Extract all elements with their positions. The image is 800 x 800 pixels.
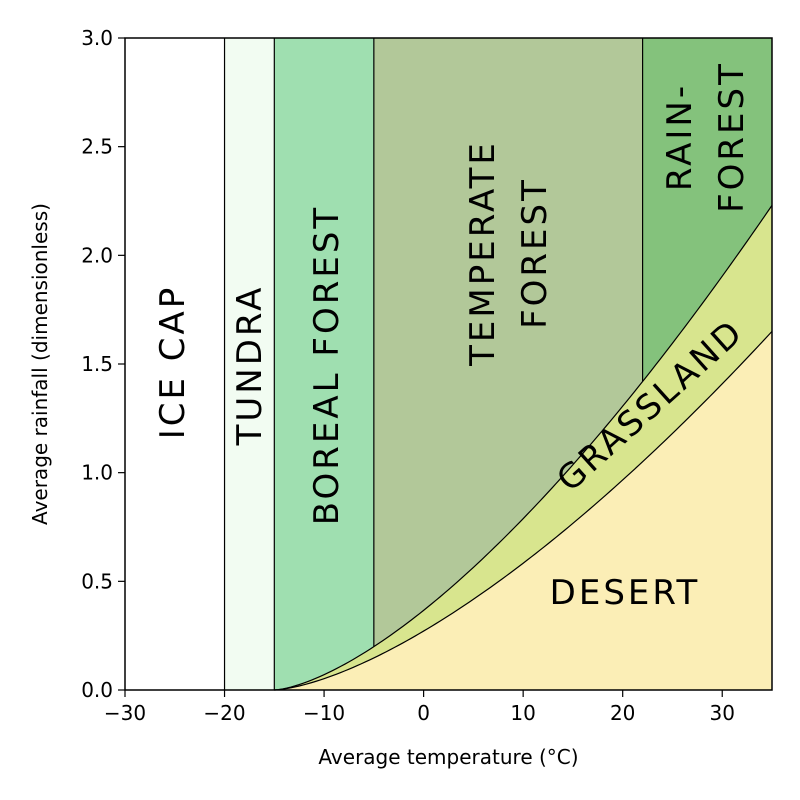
x-axis-label: Average temperature (°C) <box>318 745 578 769</box>
ice-cap-region <box>125 38 225 690</box>
rainforest-label: RAIN- FOREST <box>660 61 752 213</box>
temperate-forest-label-line: FOREST <box>515 177 555 329</box>
temperate-forest-label: TEMPERATE FOREST <box>463 140 555 367</box>
grassland-boundary-curve <box>274 205 773 691</box>
desert-label: DESERT <box>550 573 701 613</box>
ticks-layer: −30 −20 −10 0 10 20 30 0.0 0.5 1.0 1.5 2.0 2.5 3.0 <box>81 26 735 725</box>
y-axis-label: Average rainfall (dimensionless) <box>28 203 52 525</box>
regions-layer <box>125 38 772 690</box>
x-tick-label: 20 <box>610 701 635 725</box>
rainforest-label-line: FOREST <box>712 61 752 213</box>
boreal-forest-region <box>274 38 374 690</box>
y-tick-label: 3.0 <box>81 26 113 50</box>
desert-label-line: DESERT <box>550 573 701 613</box>
x-tick-label: −10 <box>303 701 345 725</box>
boundaries-layer <box>223 38 773 691</box>
y-tick-label: 0.0 <box>81 678 113 702</box>
x-tick-label: −30 <box>104 701 146 725</box>
tundra-region <box>224 38 275 690</box>
ice-cap-label: ICE CAP <box>153 285 193 440</box>
rainforest-label-line: RAIN- <box>660 83 700 191</box>
x-tick-label: 10 <box>510 701 535 725</box>
y-tick-label: 2.5 <box>81 135 113 159</box>
x-tick-label: −20 <box>203 701 245 725</box>
desert-region <box>274 331 772 690</box>
desert-boundary-curve <box>274 330 773 691</box>
tundra-label: TUNDRA <box>230 285 270 447</box>
boreal-forest-label: BOREAL FOREST <box>307 205 347 525</box>
x-tick-label: 0 <box>417 701 430 725</box>
temperate-forest-label-line: TEMPERATE <box>463 140 503 367</box>
x-tick-label: 30 <box>710 701 735 725</box>
ice-cap-label-line: ICE CAP <box>153 285 193 440</box>
y-tick-label: 1.5 <box>81 352 113 376</box>
boreal-forest-label-line: BOREAL FOREST <box>307 205 347 525</box>
tundra-label-line: TUNDRA <box>230 285 270 447</box>
y-tick-label: 1.0 <box>81 461 113 485</box>
y-tick-label: 0.5 <box>81 569 113 593</box>
y-tick-label: 2.0 <box>81 243 113 267</box>
